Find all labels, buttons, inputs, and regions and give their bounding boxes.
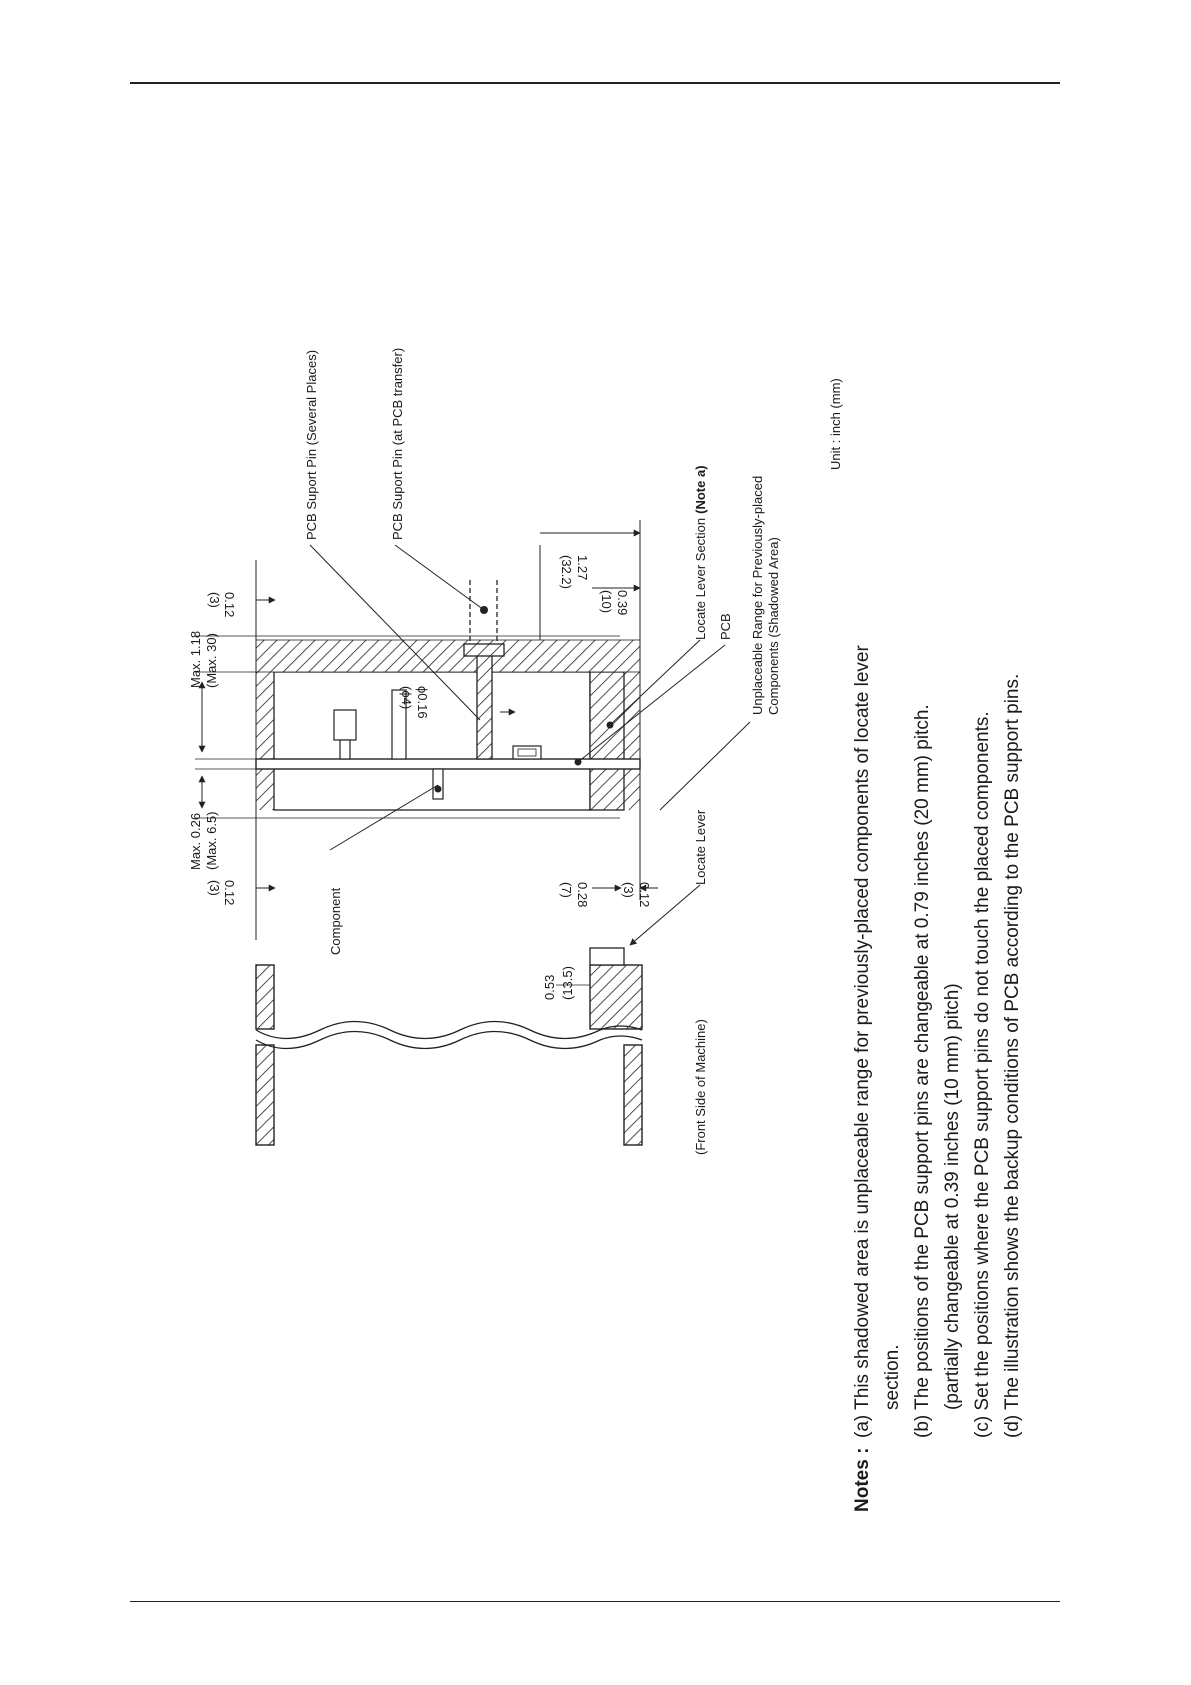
- header-rule: [130, 82, 1060, 84]
- dim-top-left-in: 0.12: [222, 880, 237, 905]
- notes-heading: Notes :: [852, 1448, 873, 1512]
- label-component: Component: [328, 887, 343, 955]
- label-pcb: PCB: [718, 613, 733, 640]
- label-front-side: (Front Side of Machine): [693, 1019, 708, 1155]
- label-unplaceable-1: Unplaceable Range for Previously-placed: [750, 476, 765, 715]
- label-unplaceable-2: Components (Shadowed Area): [766, 537, 781, 715]
- dim-max-above-mm: (Max. 30): [204, 633, 219, 688]
- note-d: (d) The illustration shows the backup co…: [1002, 674, 1023, 1438]
- note-a-line2: section.: [882, 1345, 903, 1410]
- label-support-pin-transfer: PCB Suport Pin (at PCB transfer): [390, 348, 405, 540]
- dim-top-left-mm: (3): [207, 880, 222, 896]
- dim-lever-gap-in: 0.12: [637, 882, 652, 907]
- label-support-pin-several: PCB Suport Pin (Several Places): [304, 350, 319, 540]
- dim-rail-depth-in: 0.53: [542, 975, 557, 1000]
- label-locate-lever-section: Locate Lever Section(Note a): [693, 465, 708, 640]
- label-locate-lever: Locate Lever: [693, 809, 708, 885]
- footer-rule: [130, 1601, 1060, 1602]
- dim-rail-depth-mm: (13.5): [560, 966, 575, 1000]
- note-c: (c) Set the positions where the PCB supp…: [972, 711, 993, 1438]
- dim-section-width-mm: (32.2): [559, 555, 574, 589]
- dim-lever-height-mm: (7): [559, 882, 574, 898]
- dim-pin-dia-in: ϕ0.16: [415, 686, 430, 719]
- dim-max-above-in: Max. 1.18: [188, 631, 203, 688]
- dim-edge-offset-mm: (10): [599, 590, 614, 613]
- upright-drawing: [195, 520, 751, 1146]
- labels: PCB Suport Pin (Several Places) PCB Supo…: [188, 348, 1023, 1512]
- label-unit: Unit : inch (mm): [828, 378, 843, 470]
- dim-max-below-mm: (Max. 6.5): [204, 811, 219, 870]
- dim-pin-dia-mm: (ϕ4): [399, 686, 414, 709]
- note-b-line1: (b) The positions of the PCB support pin…: [912, 704, 933, 1438]
- dim-lever-height-in: 0.28: [575, 882, 590, 907]
- dim-edge-offset-in: 0.39: [615, 590, 630, 615]
- note-a-line1: (a) This shadowed area is unplaceable ra…: [852, 645, 873, 1438]
- dim-section-width-in: 1.27: [575, 555, 590, 580]
- dim-top-right-mm: (3): [207, 592, 222, 608]
- dim-lever-gap-mm: (3): [621, 882, 636, 898]
- note-b-line2: (partially changeable at 0.39 inches (10…: [942, 983, 963, 1410]
- dim-max-below-in: Max. 0.26: [188, 813, 203, 870]
- dim-top-right-in: 0.12: [222, 592, 237, 617]
